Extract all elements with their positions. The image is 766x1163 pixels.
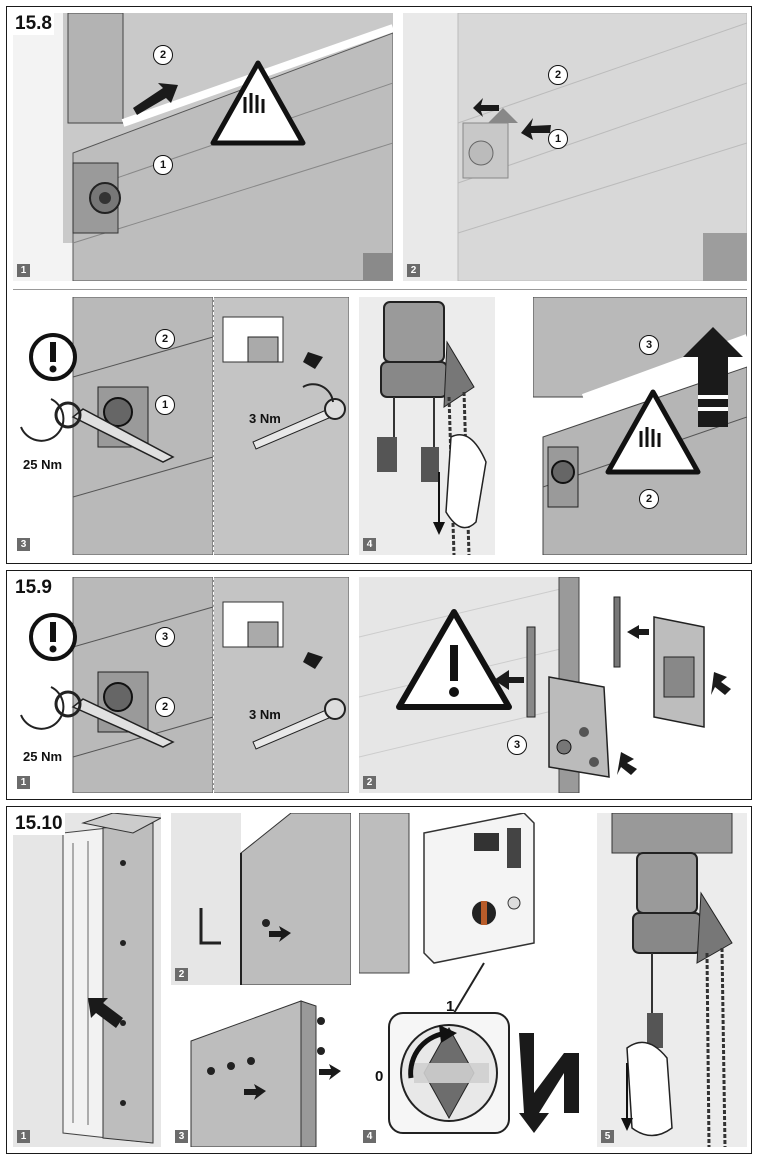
step-badge: 3 <box>17 538 30 551</box>
callout-number: 2 <box>639 489 659 509</box>
figure-15-8-step-4: 4 <box>359 297 495 555</box>
figure-15-8-step-1: 2 1 1 <box>13 13 393 281</box>
switch-on-label: 1 <box>446 998 455 1015</box>
step-badge: 2 <box>363 776 376 789</box>
guide-rail-illustration <box>13 813 161 1147</box>
callout-number: 3 <box>507 735 527 755</box>
callout-number: 1 <box>153 155 173 175</box>
callout-number: 2 <box>155 329 175 349</box>
figure-15-10-step-2: 2 <box>171 813 351 985</box>
step-badge: 2 <box>175 968 188 981</box>
figure-15-9-step-1: 3 2 25 Nm 3 Nm 1 <box>13 577 349 793</box>
figure-15-10-step-5: 5 <box>597 813 747 1147</box>
emergency-chain-illustration <box>597 813 747 1147</box>
step-badge: 1 <box>17 264 30 277</box>
torque-label: 3 Nm <box>249 411 281 426</box>
step-badge: 1 <box>17 776 30 789</box>
section-15-8: 15.8 2 1 1 <box>6 6 752 564</box>
section-title: 15.10 <box>13 813 65 835</box>
section-title: 15.8 <box>13 13 54 35</box>
console-mounting-illustration <box>359 577 747 793</box>
callout-number: 2 <box>153 45 173 65</box>
figure-15-8-step-5: 3 2 <box>533 297 747 555</box>
divider <box>13 289 747 290</box>
door-section-illustration <box>403 13 747 281</box>
panel-screw-illustration <box>171 991 351 1147</box>
callout-number: 1 <box>155 395 175 415</box>
door-section-illustration <box>13 13 393 281</box>
figure-15-9-step-2: 3 2 <box>359 577 747 793</box>
figure-15-8-step-3: 2 1 25 Nm 3 Nm 3 <box>13 297 349 555</box>
instruction-sheet: 15.8 2 1 1 <box>6 6 752 1154</box>
torque-label: 25 Nm <box>23 457 63 472</box>
torque-label: 25 Nm <box>23 749 63 764</box>
figure-15-10-step-1: 1 <box>13 813 161 1147</box>
callout-number: 3 <box>639 335 659 355</box>
step-badge: 3 <box>175 1130 188 1143</box>
step-badge: 2 <box>407 264 420 277</box>
panel-screw-illustration <box>171 813 351 985</box>
callout-number: 2 <box>155 697 175 717</box>
step-badge: 5 <box>601 1130 614 1143</box>
section-15-9: 15.9 <box>6 570 752 800</box>
bearing-mounting-illustration <box>13 297 349 555</box>
callout-number: 1 <box>548 129 568 149</box>
callout-number: 2 <box>548 65 568 85</box>
callout-number: 3 <box>155 627 175 647</box>
torque-label: 3 Nm <box>249 707 281 722</box>
section-15-10: 15.10 1 <box>6 806 752 1154</box>
door-raise-illustration <box>533 297 747 555</box>
figure-15-10-step-4: 1 0 4 <box>359 813 589 1147</box>
step-badge: 1 <box>17 1130 30 1143</box>
section-title: 15.9 <box>13 577 54 599</box>
emergency-chain-illustration <box>359 297 495 555</box>
panel-separator <box>213 297 214 555</box>
control-unit-illustration <box>359 813 589 1147</box>
panel-separator <box>213 577 214 793</box>
step-badge: 4 <box>363 538 376 551</box>
figure-15-10-step-3: 3 <box>171 991 351 1147</box>
bearing-mounting-illustration <box>13 577 349 793</box>
switch-off-label: 0 <box>375 1068 384 1085</box>
step-badge: 4 <box>363 1130 376 1143</box>
figure-15-8-step-2: 2 1 2 <box>403 13 747 281</box>
